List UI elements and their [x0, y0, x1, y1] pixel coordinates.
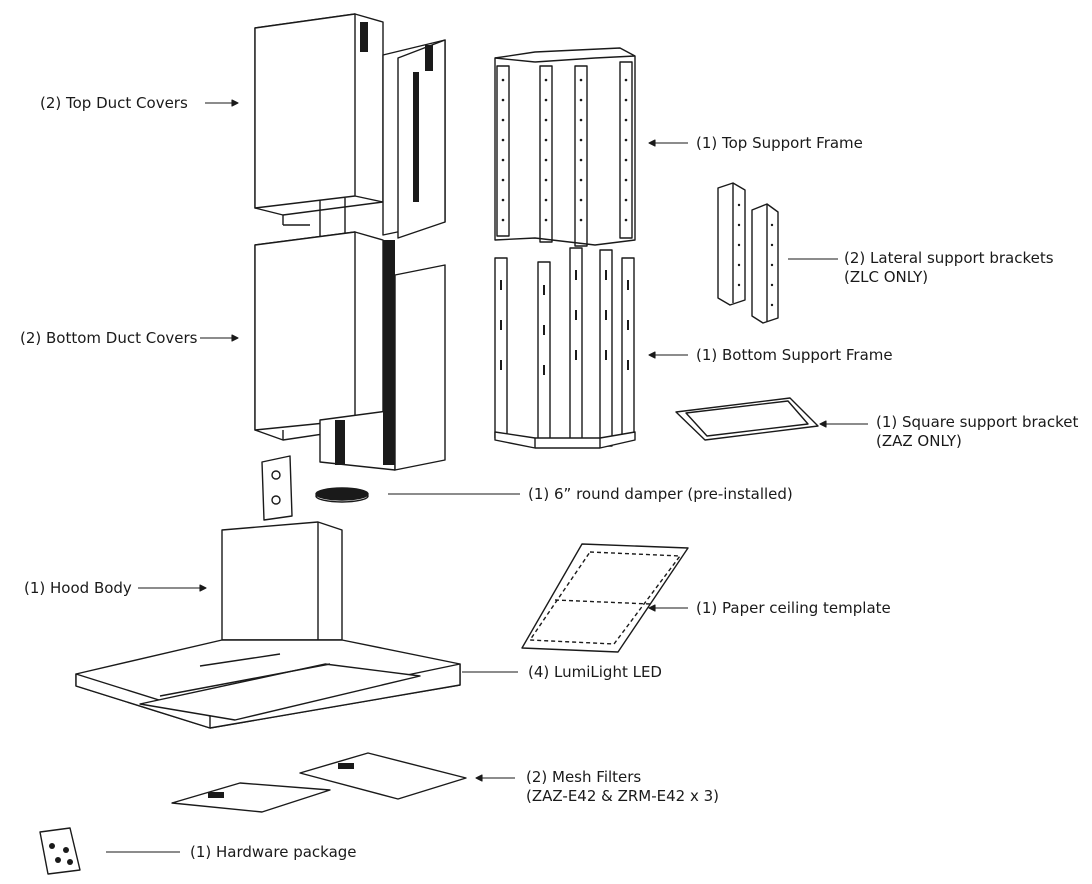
leader-lines: [106, 99, 868, 853]
label-hardware-package: (1) Hardware package: [190, 843, 357, 861]
bottom-duct-covers-illustration: [254, 231, 446, 471]
label-ceiling-template: (1) Paper ceiling template: [696, 599, 891, 617]
round-damper-illustration: [315, 487, 369, 503]
label-lumilight-led: (4) LumiLight LED: [528, 663, 662, 681]
label-mesh-filters: (2) Mesh Filters (ZAZ-E42 & ZRM-E42 x 3): [526, 768, 719, 806]
label-square-bracket: (1) Square support bracket (ZAZ ONLY): [876, 413, 1078, 451]
label-top-support-frame: (1) Top Support Frame: [696, 134, 863, 152]
mesh-filters-illustration: [171, 752, 467, 813]
label-mesh-filters-line2: (ZAZ-E42 & ZRM-E42 x 3): [526, 787, 720, 805]
top-duct-covers-illustration: [254, 13, 446, 240]
label-bottom-support-frame: (1) Bottom Support Frame: [696, 346, 893, 364]
label-bottom-duct-covers: (2) Bottom Duct Covers: [20, 329, 198, 347]
square-bracket-illustration: [675, 397, 819, 441]
label-hood-body: (1) Hood Body: [24, 579, 132, 597]
label-round-damper: (1) 6” round damper (pre-installed): [528, 485, 793, 503]
label-top-duct-covers: (2) Top Duct Covers: [40, 94, 188, 112]
label-lateral-brackets-line1: (2) Lateral support brackets: [844, 249, 1054, 267]
hood-body-illustration: [75, 455, 461, 729]
label-lateral-brackets: (2) Lateral support brackets (ZLC ONLY): [844, 249, 1054, 287]
label-lateral-brackets-line2: (ZLC ONLY): [844, 268, 929, 286]
top-support-frame-illustration: [494, 47, 636, 247]
label-mesh-filters-line1: (2) Mesh Filters: [526, 768, 642, 786]
ceiling-template-illustration: [521, 543, 689, 653]
bottom-support-frame-illustration: [494, 247, 636, 449]
label-square-bracket-line2: (ZAZ ONLY): [876, 432, 962, 450]
hardware-package-illustration: [39, 827, 81, 875]
label-square-bracket-line1: (1) Square support bracket: [876, 413, 1079, 431]
lateral-brackets-illustration: [717, 182, 779, 324]
